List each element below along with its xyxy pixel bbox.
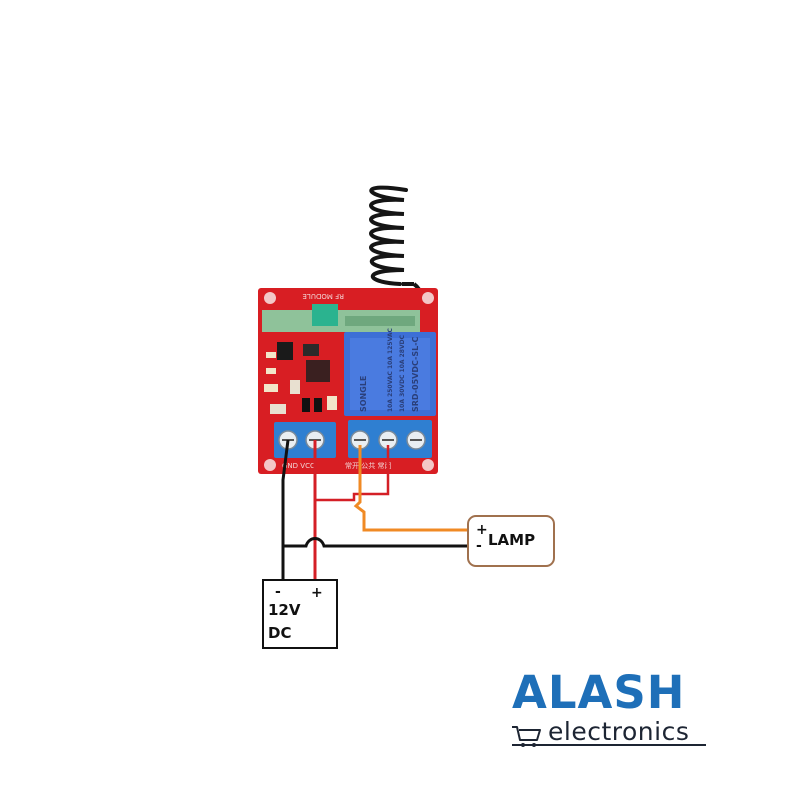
lamp-plus: + bbox=[476, 522, 488, 538]
lamp-label: LAMP bbox=[488, 531, 535, 549]
relay-rating-1: 10A 250VAC 10A 125VAC bbox=[387, 328, 394, 412]
wire-no-to-lamp bbox=[353, 445, 470, 532]
lamp-box bbox=[467, 515, 555, 567]
component bbox=[290, 380, 300, 394]
component bbox=[266, 352, 276, 358]
rf-module-trace bbox=[345, 316, 415, 326]
relay-model: SRD-05VDC-SL-C bbox=[411, 336, 420, 412]
mounting-hole bbox=[422, 292, 434, 304]
brand-underline bbox=[512, 744, 706, 746]
component bbox=[266, 368, 276, 374]
component bbox=[303, 344, 319, 356]
relay-face bbox=[350, 338, 430, 410]
terminal-label-power: GND VCC bbox=[282, 462, 315, 470]
power-supply-box bbox=[262, 579, 338, 649]
rf-receiver-module bbox=[262, 310, 420, 332]
component bbox=[306, 360, 330, 382]
wire-vcc-to-com bbox=[315, 445, 390, 502]
psu-label-type: DC bbox=[268, 624, 291, 642]
psu-minus: - bbox=[275, 584, 281, 600]
mounting-hole bbox=[264, 459, 276, 471]
jumper-header bbox=[302, 398, 310, 412]
lamp-minus: - bbox=[476, 538, 482, 554]
psu-plus: + bbox=[311, 585, 323, 601]
brand-name: ALASH bbox=[512, 666, 686, 719]
mounting-hole bbox=[422, 459, 434, 471]
component bbox=[270, 404, 286, 414]
rf-module-chip bbox=[312, 304, 338, 326]
psu-label-voltage: 12V bbox=[268, 601, 301, 619]
rf-module-label: RF MODULE bbox=[302, 292, 344, 300]
component bbox=[327, 396, 337, 410]
relay-brand: SONGLE bbox=[359, 376, 368, 412]
jumper-header bbox=[314, 398, 322, 412]
terminal-label-relay: 常开 公共 常闭 bbox=[345, 461, 391, 470]
mounting-hole bbox=[264, 292, 276, 304]
ic-chip bbox=[277, 342, 293, 360]
wire-gnd-to-lamp bbox=[283, 537, 470, 548]
relay-rating-2: 10A 30VDC 10A 28VDC bbox=[399, 334, 406, 412]
brand-subtitle: electronics bbox=[548, 717, 690, 746]
component bbox=[264, 384, 278, 392]
